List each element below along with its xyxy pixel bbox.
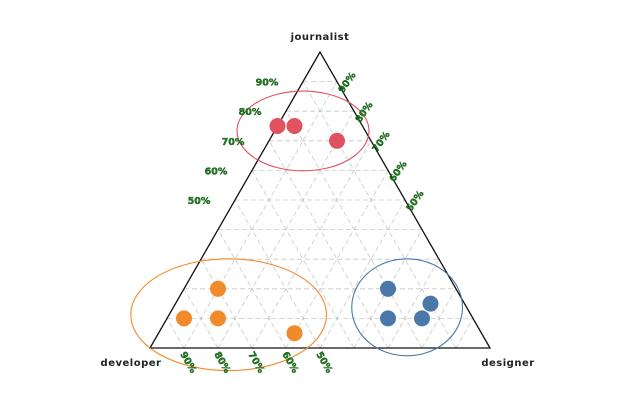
grid-line-designer <box>387 259 440 349</box>
data-point <box>380 280 396 297</box>
tick-label-developer: 50% <box>313 350 334 376</box>
grid-line-developer <box>200 259 253 349</box>
data-point <box>414 310 430 327</box>
axis-label-developer: developer <box>101 358 162 369</box>
grid-layer <box>166 81 474 349</box>
tick-label-journalist: 80% <box>239 107 262 118</box>
axis-label-designer: designer <box>481 358 534 369</box>
data-point <box>210 280 226 297</box>
grid-line-designer <box>455 318 474 349</box>
tick-label-designer: 90% <box>336 70 358 95</box>
data-point <box>286 325 303 342</box>
grid-line-developer <box>234 199 321 349</box>
data-point <box>422 295 439 312</box>
grid-line-designer <box>319 199 406 349</box>
tick-label-designer: 60% <box>387 159 409 184</box>
cluster-ellipse <box>351 258 464 357</box>
tick-label-developer: 90% <box>177 350 198 376</box>
grid-line-developer <box>217 229 287 349</box>
tick-label-developer: 70% <box>245 350 266 376</box>
data-point <box>210 310 226 327</box>
axis-label-journalist: journalist <box>290 32 350 43</box>
tick-label-journalist: 50% <box>188 196 211 207</box>
data-point <box>269 118 286 134</box>
data-point <box>286 118 303 134</box>
grid-line-developer <box>166 318 185 349</box>
tick-label-journalist: 60% <box>205 166 228 177</box>
cluster-ellipses <box>130 90 464 372</box>
tick-label-designer: 80% <box>353 100 375 125</box>
tick-label-developer: 60% <box>279 350 300 376</box>
tick-label-developer: 80% <box>211 350 232 376</box>
data-points <box>176 118 439 342</box>
data-point <box>380 310 396 327</box>
cluster-ellipse <box>236 90 370 172</box>
triangle-outline <box>148 50 492 349</box>
data-point <box>329 132 345 149</box>
grid-line-developer <box>183 288 219 349</box>
tick-label-journalist: 70% <box>222 137 245 148</box>
cluster-ellipse <box>130 258 328 372</box>
grid-line-designer <box>421 288 457 349</box>
data-point <box>176 310 192 327</box>
grid-line-designer <box>183 81 338 349</box>
tick-labels: 50% 60% 70% 80% 90% 50% 60% 70% 80% 90% 50% 60% 70% 8… <box>177 70 427 376</box>
tick-label-designer: 70% <box>370 129 392 154</box>
grid-line-developer <box>268 140 389 349</box>
tick-label-journalist: 90% <box>256 78 279 89</box>
tick-label-designer: 50% <box>404 188 426 213</box>
